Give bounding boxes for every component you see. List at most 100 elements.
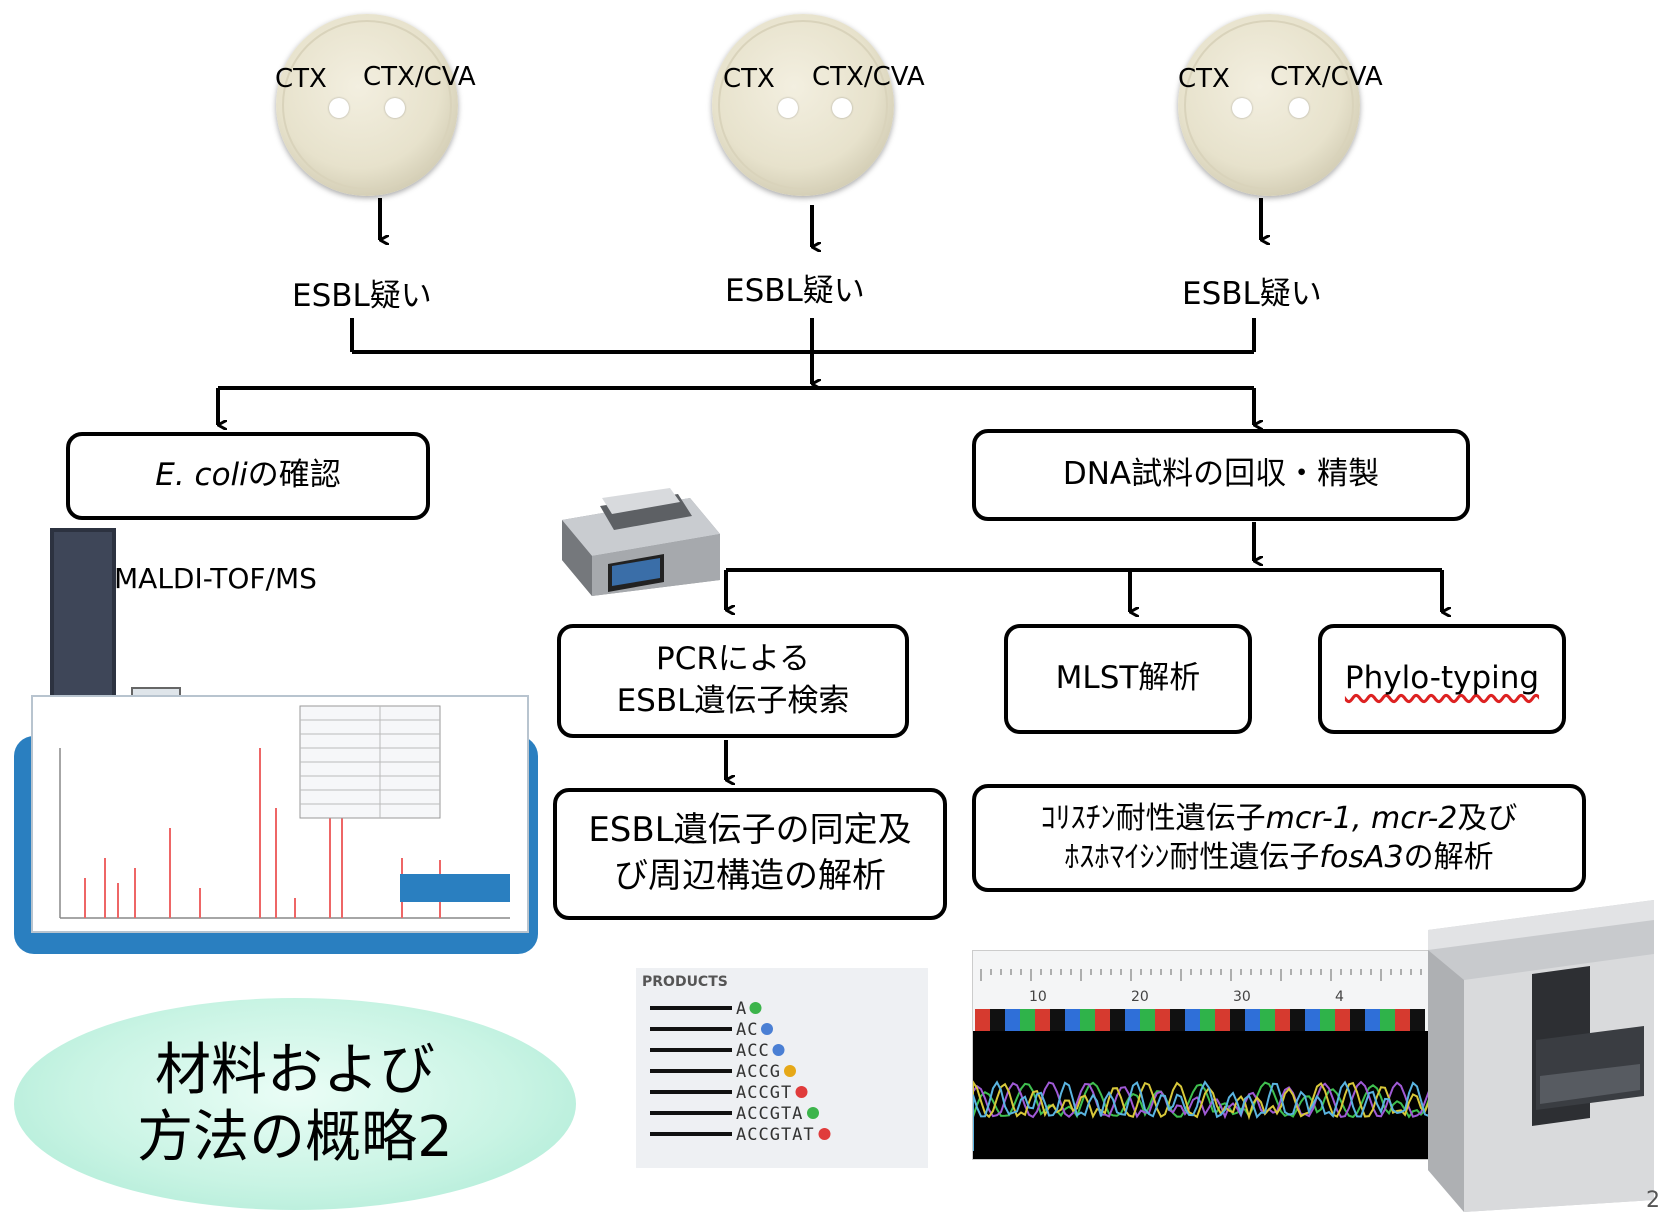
dye-terminator-dot — [749, 1002, 762, 1014]
base-call-cell — [1185, 1009, 1200, 1031]
maldi-label: MALDI-TOF/MS — [114, 562, 317, 595]
ruler-label: 4 — [1335, 989, 1344, 1005]
plate-3-ctx-cva-label: CTX/CVA — [1270, 62, 1383, 92]
dye-terminator-dot — [772, 1044, 785, 1056]
chromatogram-trace-line — [973, 1080, 1433, 1151]
base-call-cell — [1050, 1009, 1065, 1031]
product-sequence: ACC — [736, 1041, 770, 1061]
base-call-cell — [1410, 1009, 1425, 1031]
product-sequence: AC — [736, 1020, 758, 1040]
phylo-typing-box: Phylo-typing — [1318, 624, 1566, 734]
base-call-cell — [1140, 1009, 1155, 1031]
product-sequence: ACCGTAT — [736, 1125, 815, 1145]
base-call-cell — [1125, 1009, 1140, 1031]
ruler-label: 20 — [1131, 989, 1149, 1005]
fosfomycin-gene-label: ﾎｽﾎﾏｲｼﾝ耐性遺伝子 — [1064, 840, 1320, 875]
slide-title-line1: 材料および — [154, 1037, 435, 1103]
plate-2-ctx-cva-label: CTX/CVA — [812, 62, 925, 92]
pcr-line2: ESBL遺伝子検索 — [616, 683, 850, 719]
ecoli-confirmation-box: E. coliの確認 — [66, 432, 430, 520]
agar-plate-2 — [712, 14, 894, 196]
base-call-cell — [1110, 1009, 1125, 1031]
base-call-cell — [990, 1009, 1005, 1031]
sequencer-instrument-image — [1428, 900, 1654, 1212]
antibiotic-disk-ctx-cva — [385, 98, 405, 118]
base-call-cell — [1080, 1009, 1095, 1031]
products-label: PRODUCTS — [642, 974, 728, 990]
dye-terminator-dot — [784, 1065, 796, 1077]
resistance-gene-box: ｺﾘｽﾁﾝ耐性遺伝子mcr-1, mcr-2及び ﾎｽﾎﾏｲｼﾝ耐性遺伝子fos… — [972, 784, 1586, 892]
base-call-cell — [1230, 1009, 1245, 1031]
slide-title-line2: 方法の概略2 — [137, 1105, 453, 1170]
base-call-cell — [1095, 1009, 1110, 1031]
base-call-cell — [1215, 1009, 1230, 1031]
plate-2-result: ESBL疑い — [725, 273, 865, 309]
esbl-identification-box: ESBL遺伝子の同定及び周辺構造の解析 — [553, 788, 947, 920]
analysis-label: の解析 — [1403, 840, 1494, 875]
base-call-cell — [1335, 1009, 1350, 1031]
plate-1-result: ESBL疑い — [292, 278, 432, 314]
base-call-cell — [1290, 1009, 1305, 1031]
base-call-cell — [1020, 1009, 1035, 1031]
base-call-cell — [1005, 1009, 1020, 1031]
slide-title-oval: 材料および方法の概略2 — [14, 998, 576, 1210]
base-call-cell — [1305, 1009, 1320, 1031]
dna-extraction-box: DNA試料の回収・精製 — [972, 429, 1470, 521]
thermocycler-image — [562, 488, 720, 596]
antibiotic-disk-ctx — [329, 98, 349, 118]
antibiotic-disk-ctx-cva — [1289, 98, 1309, 118]
base-call-cell — [1065, 1009, 1080, 1031]
fosa3-gene: fosA3 — [1319, 840, 1404, 875]
antibiotic-disk-ctx-cva — [832, 98, 852, 118]
page-number: 2 — [1646, 1188, 1660, 1213]
maldi-tof-image — [14, 528, 538, 954]
base-call-cell — [1260, 1009, 1275, 1031]
dye-terminator-dot — [795, 1086, 808, 1098]
esbl-id-line1: ESBL遺伝子の同定及 — [588, 810, 912, 851]
product-sequence: ACCGTA — [736, 1104, 803, 1124]
trace-background — [973, 1031, 1433, 1159]
base-call-cell — [1365, 1009, 1380, 1031]
base-call-cell — [975, 1009, 990, 1031]
product-sequence: ACCGT — [736, 1083, 792, 1103]
phylo-typing-label: Phylo-typing — [1344, 660, 1540, 697]
chromatogram-trace-line — [973, 1080, 1433, 1151]
product-sequence: A — [736, 999, 747, 1019]
base-call-cell — [1170, 1009, 1185, 1031]
ecoli-suffix: の確認 — [247, 457, 341, 494]
agar-plate-1 — [276, 14, 458, 196]
base-call-cell — [1245, 1009, 1260, 1031]
pcr-box: PCRによる ESBL遺伝子検索 — [557, 624, 909, 738]
mcr-genes: mcr-1, mcr-2 — [1265, 801, 1458, 836]
mlst-label: MLST解析 — [1055, 660, 1201, 697]
esbl-id-line2: び周辺構造の解析 — [614, 856, 886, 896]
base-call-cell — [1035, 1009, 1050, 1031]
ecoli-species: E. coli — [155, 457, 248, 494]
product-sequence: ACCG — [736, 1062, 781, 1082]
dna-extraction-label: DNA試料の回収・精製 — [1062, 456, 1380, 493]
dye-terminator-dot — [818, 1128, 831, 1140]
base-call-cell — [1200, 1009, 1215, 1031]
base-call-cell — [1275, 1009, 1290, 1031]
plate-2-ctx-label: CTX — [723, 64, 775, 94]
base-call-cell — [1380, 1009, 1395, 1031]
dye-terminator-dot — [761, 1023, 773, 1035]
antibiotic-disk-ctx — [778, 98, 798, 118]
plate-1-ctx-cva-label: CTX/CVA — [363, 62, 476, 92]
and-label: 及び — [1457, 801, 1518, 836]
ruler-label: 10 — [1029, 989, 1047, 1005]
plate-3-ctx-label: CTX — [1178, 64, 1230, 94]
antibiotic-disk-ctx — [1232, 98, 1252, 118]
base-call-cell — [1350, 1009, 1365, 1031]
mlst-box: MLST解析 — [1004, 624, 1252, 734]
pcr-line1: PCRによる — [656, 641, 810, 678]
colistin-gene-label: ｺﾘｽﾁﾝ耐性遺伝子 — [1040, 801, 1266, 836]
dye-terminator-dot — [807, 1107, 819, 1119]
plate-3-result: ESBL疑い — [1182, 276, 1322, 312]
base-call-cell — [1395, 1009, 1410, 1031]
